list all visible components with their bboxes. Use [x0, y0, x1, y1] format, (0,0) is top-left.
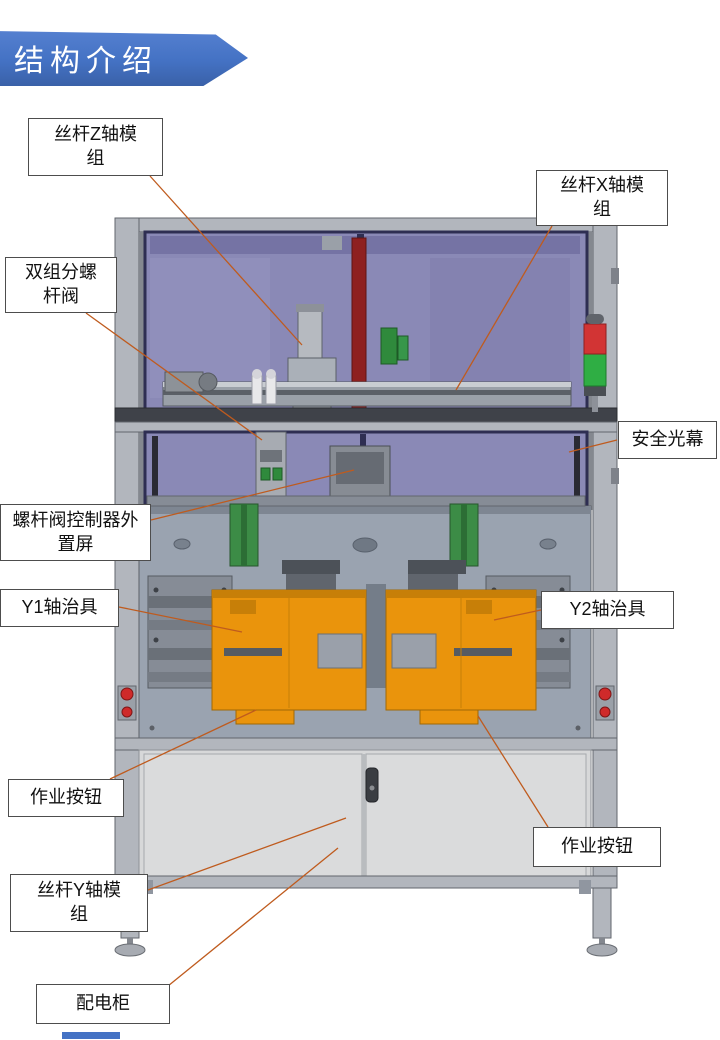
- callout-work-button-left: 作业按钮: [8, 779, 124, 817]
- callout-y1-fixture: Y1轴治具: [0, 589, 119, 627]
- foot-left: [114, 943, 146, 957]
- leader-btn-right: [477, 715, 549, 828]
- table-bottom-beam: [114, 737, 618, 751]
- operation-buttons: [117, 685, 615, 721]
- page-title: 结构介绍: [14, 45, 158, 78]
- callout-z-module: 丝杆Z轴模 组: [28, 118, 163, 176]
- callout-work-button-right: 作业按钮: [533, 827, 661, 867]
- dispense-valves: [251, 327, 409, 405]
- legs-feet: [114, 875, 618, 957]
- title-banner: 结构介绍: [0, 31, 248, 86]
- callout-valve-controller-screen: 螺杆阀控制器外 置屏: [0, 504, 151, 561]
- button-left-bottom: [121, 706, 133, 718]
- leader-z-module: [149, 175, 303, 346]
- x-axis-module: [162, 371, 572, 407]
- light-curtain-right: [574, 436, 580, 502]
- button-right-top: [598, 687, 612, 701]
- cabinet-handle: [365, 767, 379, 803]
- callout-dual-screw-valve: 双组分螺 杆阀: [5, 257, 117, 313]
- power-cabinet-body: [138, 749, 592, 881]
- callout-x-module: 丝杆X轴模 组: [536, 170, 668, 226]
- leader-y2: [493, 609, 542, 621]
- controller-screen: [329, 445, 391, 497]
- callout-y2-fixture: Y2轴治具: [541, 591, 674, 629]
- y1-fixture-tooling: [147, 575, 367, 725]
- callout-safety-light-curtain: 安全光幕: [618, 421, 717, 459]
- mid-beams: [114, 407, 618, 433]
- signal-tower: [583, 314, 607, 412]
- leader-controller-screen: [150, 469, 355, 521]
- callout-y-module: 丝杆Y轴模 组: [10, 874, 148, 932]
- foot-right: [586, 943, 618, 957]
- leader-y1: [118, 606, 243, 633]
- tower-green-light: [583, 353, 607, 387]
- callout-power-cabinet: 配电柜: [36, 984, 170, 1024]
- leader-x-module: [455, 225, 553, 391]
- leader-cabinet: [167, 847, 339, 987]
- button-left-top: [120, 687, 134, 701]
- tower-red-light: [583, 323, 607, 355]
- light-curtain-left: [152, 436, 158, 502]
- leader-safety-curtain: [568, 439, 618, 453]
- cabinet-door-left: [143, 753, 363, 877]
- button-right-bottom: [599, 706, 611, 718]
- footer-mark: [62, 1032, 120, 1039]
- leader-lines: [85, 175, 618, 987]
- leader-dual-valve: [85, 312, 263, 441]
- leader-btn-left: [109, 709, 257, 780]
- leader-y-module: [147, 817, 347, 891]
- screw-valve-assembly: [255, 431, 287, 505]
